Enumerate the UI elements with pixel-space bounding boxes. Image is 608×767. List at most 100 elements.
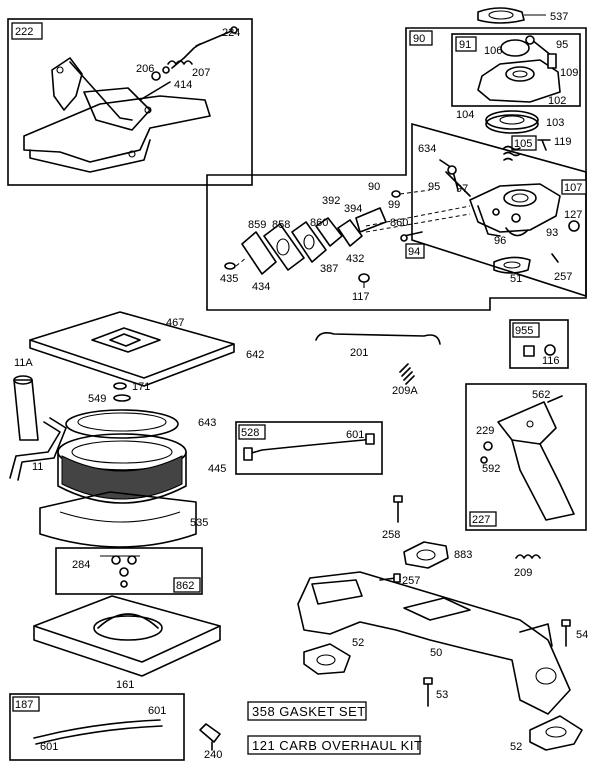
group-105-tag	[511, 135, 537, 151]
group-107-tag	[561, 179, 587, 195]
part-467-label: 467	[166, 317, 184, 329]
group-222-box	[7, 18, 253, 186]
part-445-label: 445	[208, 463, 226, 475]
group-862-label: 862	[176, 580, 194, 592]
part-432-label: 432	[346, 253, 364, 265]
part-883-label: 883	[454, 549, 472, 561]
group-528-tag	[238, 424, 266, 440]
carb-kit-label: 121 CARB OVERHAUL KIT	[252, 738, 422, 753]
group-91-label: 91	[459, 39, 471, 51]
gasket-set-box	[247, 701, 367, 721]
fuel-line-528-drawing	[243, 433, 375, 461]
fuel-line-187-drawing	[33, 719, 163, 745]
part-257b-label: 257	[402, 575, 420, 587]
part-119-label: 119	[554, 136, 572, 148]
group-187-box	[9, 693, 185, 761]
bolt-258-drawing	[393, 495, 403, 523]
group-91-tag	[455, 36, 477, 52]
part-643-label: 643	[198, 417, 216, 429]
carburetor-body-drawing	[439, 159, 580, 237]
part-11-label: 11	[32, 461, 43, 473]
group-187-label: 187	[15, 699, 33, 711]
fuel-filter-240-drawing	[199, 723, 221, 751]
group-94-label: 94	[408, 246, 420, 258]
part-11A-label: 11A	[14, 357, 33, 369]
choke-parts-955-drawing	[523, 344, 556, 357]
part-171-label: 171	[132, 381, 150, 393]
group-107-box	[411, 122, 587, 298]
group-862-box	[55, 547, 203, 595]
group-955-label: 955	[515, 325, 533, 337]
part-392-label: 392	[322, 195, 340, 207]
gasket-51-drawing	[493, 253, 559, 274]
group-90-box	[206, 27, 587, 311]
part-209A-label: 209A	[392, 385, 418, 397]
part-95a-label: 95	[556, 39, 568, 51]
part-206-label: 206	[136, 63, 154, 75]
diaphragm-103-drawing	[485, 110, 539, 134]
part-562-label: 562	[532, 389, 550, 401]
part-284-label: 284	[72, 559, 90, 571]
group-222-tag	[11, 22, 43, 40]
part-257a-label: 257	[554, 271, 572, 283]
part-161-label: 161	[116, 679, 134, 691]
air-cleaner-cover-drawing	[29, 311, 235, 387]
part-95b-label: 95	[428, 181, 440, 193]
part-209-label: 209	[514, 567, 532, 579]
breather-tubes-drawing	[9, 375, 67, 481]
part-258-label: 258	[382, 529, 400, 541]
part-860b-label: 860	[390, 217, 408, 229]
gasket-883-drawing	[403, 541, 449, 569]
part-106-label: 106	[484, 45, 502, 57]
group-91-box	[451, 33, 581, 107]
part-858-label: 858	[272, 219, 290, 231]
part-859-label: 859	[248, 219, 266, 231]
part-109-label: 109	[560, 67, 578, 79]
group-955-tag	[512, 322, 540, 338]
part-51-label: 51	[510, 273, 522, 285]
part-537-label: 537	[550, 11, 568, 23]
intake-plates-drawing	[224, 189, 471, 288]
part-394-label: 394	[344, 203, 362, 215]
part-601a-label: 601	[346, 429, 364, 441]
group-107-label: 107	[564, 182, 582, 194]
part-434-label: 434	[252, 281, 270, 293]
filter-stack-drawing	[39, 409, 197, 548]
part-52b-label: 52	[510, 741, 522, 753]
part-224-label: 224	[222, 27, 240, 39]
part-229-label: 229	[476, 425, 494, 437]
part-52a-label: 52	[352, 637, 364, 649]
part-116-label: 116	[542, 355, 560, 367]
part-104-label: 104	[456, 109, 474, 121]
base-hardware-862-drawing	[100, 555, 140, 588]
group-105-label: 105	[514, 138, 532, 150]
control-bracket-227-drawing	[480, 395, 575, 521]
carb-upper-body-drawing	[477, 35, 561, 103]
group-227-tag	[469, 511, 497, 527]
spring-105-drawing	[503, 139, 551, 161]
part-414-label: 414	[174, 79, 192, 91]
air-cleaner-base-drawing	[33, 595, 221, 677]
part-860a-label: 860	[310, 217, 328, 229]
part-634-label: 634	[418, 143, 436, 155]
part-642-label: 642	[246, 349, 264, 361]
part-207-label: 207	[192, 67, 210, 79]
screws-53-54-drawing	[423, 619, 571, 707]
spring-209A-drawing	[399, 363, 415, 385]
washer-grommet-drawing	[113, 382, 131, 402]
part-435-label: 435	[220, 273, 238, 285]
gasket-537-drawing	[477, 7, 546, 24]
part-127-label: 127	[564, 209, 582, 221]
part-97-label: 97	[456, 183, 468, 195]
part-601b-label: 601	[148, 705, 166, 717]
bolt-257-drawing	[379, 573, 401, 583]
part-96-label: 96	[494, 235, 506, 247]
part-601c-label: 601	[40, 741, 58, 753]
group-187-tag	[12, 696, 40, 712]
group-90-label: 90	[413, 33, 425, 45]
part-240-label: 240	[204, 749, 222, 761]
group-955-box	[509, 319, 569, 369]
part-99-label: 99	[388, 199, 400, 211]
group-528-label: 528	[241, 427, 259, 439]
